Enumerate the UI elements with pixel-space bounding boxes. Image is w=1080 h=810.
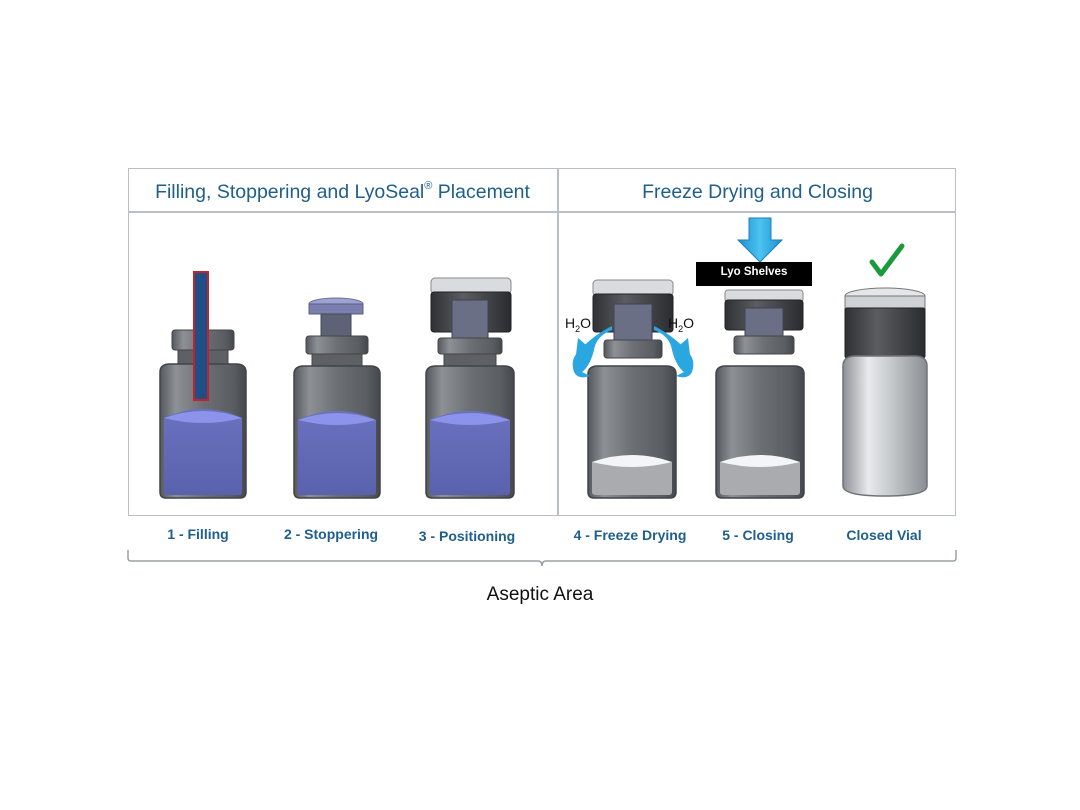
vial-closed <box>842 243 928 497</box>
lyo-shelves-label: Lyo Shelves <box>720 266 788 278</box>
checkmark-icon <box>869 243 905 277</box>
h2o-label-left: H2O <box>565 315 592 334</box>
step-label-filling: 1 - Filling <box>167 526 229 542</box>
section-divider <box>557 168 559 516</box>
step-label-positioning: 3 - Positioning <box>418 528 516 544</box>
vapor-arrow-right <box>674 338 692 372</box>
vial-freeze-drying <box>572 279 694 499</box>
aseptic-area-bracket <box>127 550 957 567</box>
diagram-frame <box>128 168 956 516</box>
h2o-label-right: H2O <box>668 315 695 334</box>
aseptic-area-label: Aseptic Area <box>486 584 594 605</box>
press-down-arrow-icon <box>736 217 784 263</box>
section-title-freeze-drying: Freeze Drying and Closing <box>642 181 873 203</box>
step-label-closed-vial: Closed Vial <box>846 527 922 543</box>
vapor-arrow-left <box>574 338 592 372</box>
vial-closing <box>696 217 812 499</box>
step-label-freeze-drying: 4 - Freeze Drying <box>573 527 687 543</box>
step-label-closing: 5 - Closing <box>722 527 794 543</box>
lyo-shelves-badge <box>696 262 812 286</box>
step-label-stoppering: 2 - Stoppering <box>283 526 379 542</box>
vial-positioning <box>425 277 515 499</box>
header-divider <box>128 211 956 213</box>
vial-stoppering <box>293 297 381 499</box>
vial-filling <box>159 271 247 499</box>
section-title-filling: Filling, Stoppering and LyoSeal® Placeme… <box>155 180 530 203</box>
filling-needle <box>193 271 209 401</box>
